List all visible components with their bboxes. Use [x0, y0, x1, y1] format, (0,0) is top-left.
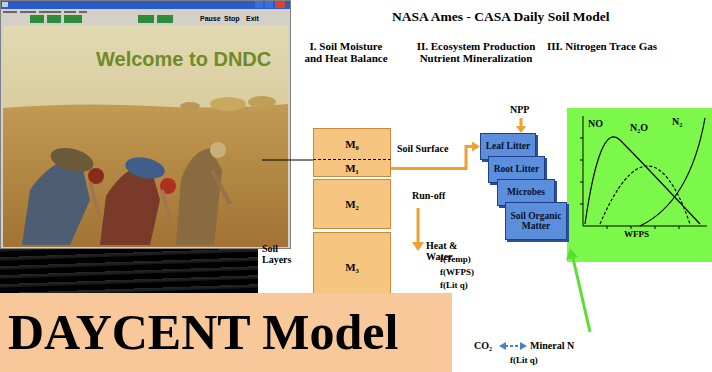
diagram-title: NASA Ames - CASA Daily Soil Model — [392, 10, 610, 25]
flow-connector — [391, 142, 480, 169]
welcome-text: Welcome to DNDC — [96, 48, 271, 70]
curve-label: N₂O — [630, 122, 648, 133]
soil-layer: M₁ — [313, 160, 391, 177]
box-text: M₂ — [345, 198, 359, 210]
function-label: f(Lit q) — [510, 356, 538, 366]
function-label: f(WFPS) — [440, 268, 474, 278]
pool-label: Mineral N — [530, 340, 574, 351]
gas-label: CO₂ — [474, 340, 492, 351]
soil-layer: M₂ — [313, 179, 391, 229]
model-name-banner: DAYCENT Model — [0, 293, 452, 372]
curve-label: N₂ — [672, 116, 682, 127]
box-text: M₃ — [345, 261, 359, 273]
box-text: Soil Organic Matter — [509, 211, 563, 232]
surface-label: Soil Surface — [397, 143, 448, 154]
input-label: NPP — [510, 104, 529, 115]
layer-label: Soil Layers — [262, 243, 302, 265]
function-label: f(Temp) — [440, 255, 471, 265]
axis-label: WFPS — [624, 230, 649, 240]
function-label: f(Lit q) — [440, 281, 468, 291]
box-text: Microbes — [507, 187, 545, 197]
soil-layer: M₃ — [313, 232, 391, 302]
section-heading: II. Ecosystem Production Nutrient Minera… — [410, 40, 542, 64]
toolbar-button-text: Stop — [224, 15, 240, 23]
box-text: Root Litter — [494, 164, 540, 174]
section-heading: I. Soil Moisture and Heat Balance — [300, 40, 392, 64]
soil-layer: M₀ — [313, 128, 391, 160]
toolbar-button-text: Pause — [200, 15, 221, 23]
section-heading: III. Nitrogen Trace Gas — [547, 40, 657, 52]
box-text: M₀ — [345, 138, 359, 150]
carbon-pool-box: Soil Organic Matter — [505, 202, 567, 240]
software-screenshot — [0, 0, 291, 249]
box-text: M₁ — [345, 162, 359, 174]
flow-label: Run-off — [412, 190, 445, 201]
toolbar-button-text: Exit — [246, 15, 259, 23]
curve-label: NO — [588, 118, 603, 129]
box-text: DAYCENT Model — [8, 305, 398, 360]
box-text: Leaf Litter — [486, 141, 531, 151]
